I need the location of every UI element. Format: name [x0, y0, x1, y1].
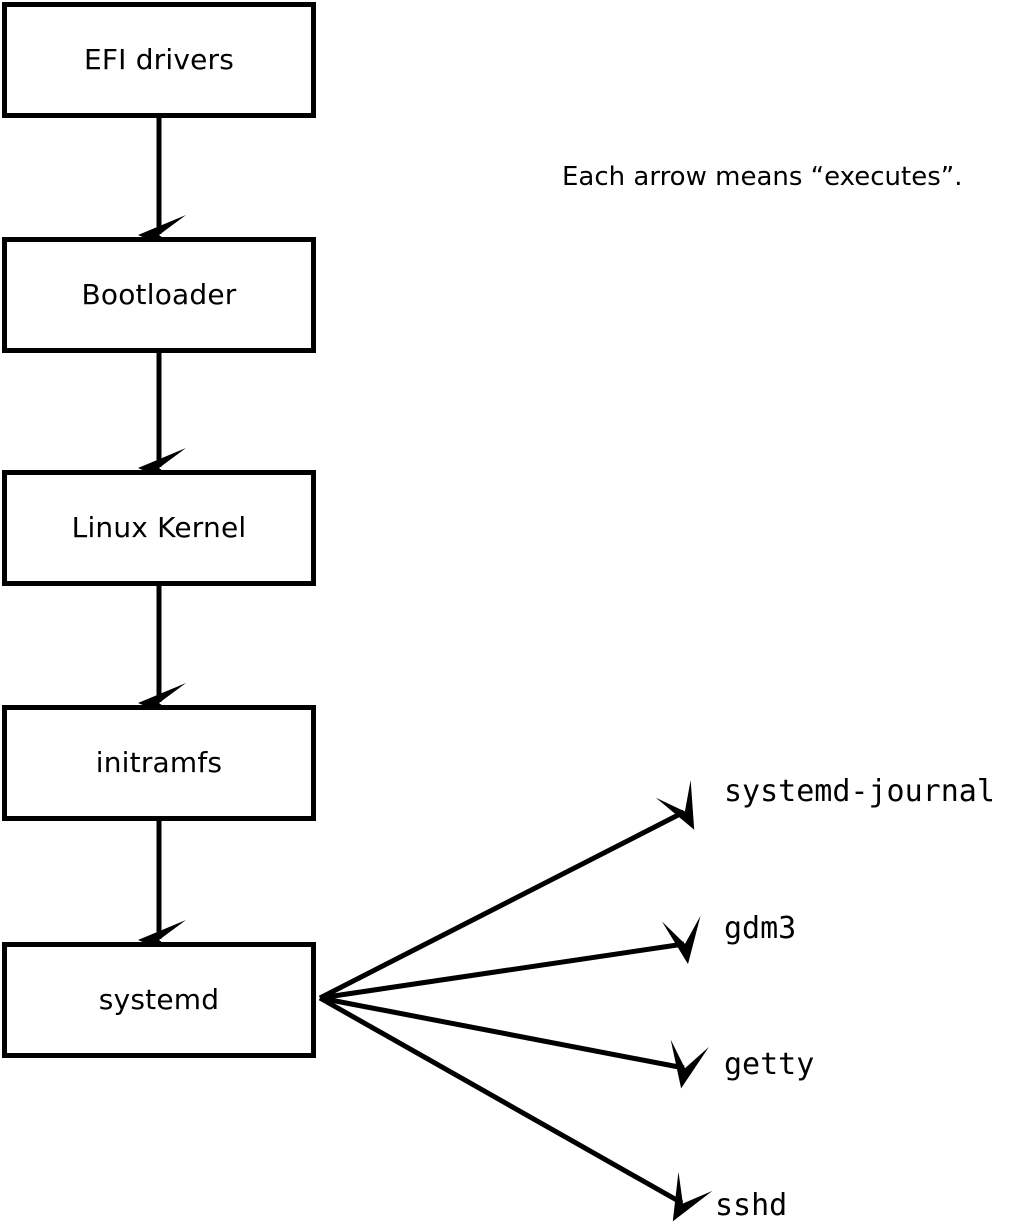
- node-systemd[interactable]: systemd: [2, 942, 316, 1058]
- node-label-initramfs: initramfs: [95, 746, 223, 779]
- node-label-linux-kernel: Linux Kernel: [71, 511, 247, 544]
- service-arrow-group: [318, 779, 713, 1222]
- arrow-systemd-to-systemd-journal: [318, 779, 695, 1001]
- service-label-getty[interactable]: getty: [724, 1047, 815, 1082]
- node-label-bootloader: Bootloader: [81, 278, 237, 311]
- arrow-systemd-to-gdm3: [319, 915, 701, 1001]
- service-label-systemd-journal[interactable]: systemd-journal: [724, 774, 995, 809]
- node-bootloader[interactable]: Bootloader: [2, 237, 316, 353]
- arrow-systemd-to-getty: [319, 995, 709, 1089]
- node-label-efi-drivers: EFI drivers: [83, 43, 235, 76]
- arrow-systemd-to-sshd: [318, 995, 713, 1222]
- service-label-gdm3[interactable]: gdm3: [724, 911, 797, 946]
- node-linux-kernel[interactable]: Linux Kernel: [2, 470, 316, 586]
- node-initramfs[interactable]: initramfs: [2, 705, 316, 821]
- legend-note: Each arrow means “executes”.: [562, 162, 963, 192]
- service-label-sshd[interactable]: sshd: [715, 1188, 788, 1223]
- node-efi-drivers[interactable]: EFI drivers: [2, 2, 316, 118]
- node-label-systemd: systemd: [98, 983, 220, 1016]
